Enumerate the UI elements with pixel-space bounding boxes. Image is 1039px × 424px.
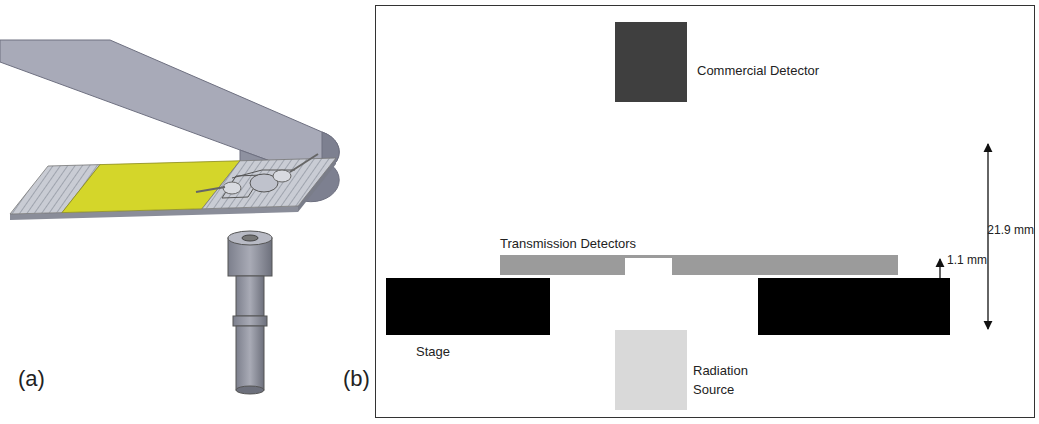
detector-box: Commercial Detector [615,22,687,102]
panel-frame [376,6,1035,418]
part-label: Commercial Detector [697,62,819,81]
detector-bar: Transmission Detectors [500,255,898,275]
shape-part [672,255,898,275]
shape-outline [615,22,687,102]
part-label: Radiation Source [693,362,765,400]
shape-part [615,330,687,410]
shape-part [625,255,672,258]
shape-outline [500,255,898,275]
shape-part [615,22,687,102]
stage-block: Stage [386,278,950,335]
shape-part [758,278,950,335]
source-holder [228,231,272,394]
panel-label: (b) [343,366,370,392]
shape-outline [386,278,950,335]
shape-part [386,278,550,335]
shape-outline [615,330,687,410]
part-label: Transmission Detectors [500,235,636,254]
panel-label: (a) [18,366,45,392]
source-box: Radiation Source [615,330,687,410]
sensor-slide [10,154,336,220]
shape-part [500,255,625,275]
dimension-label: 21.9 mm [987,223,1034,237]
part-label: Stage [416,343,450,362]
dimension-label: 1.1 mm [947,253,987,267]
